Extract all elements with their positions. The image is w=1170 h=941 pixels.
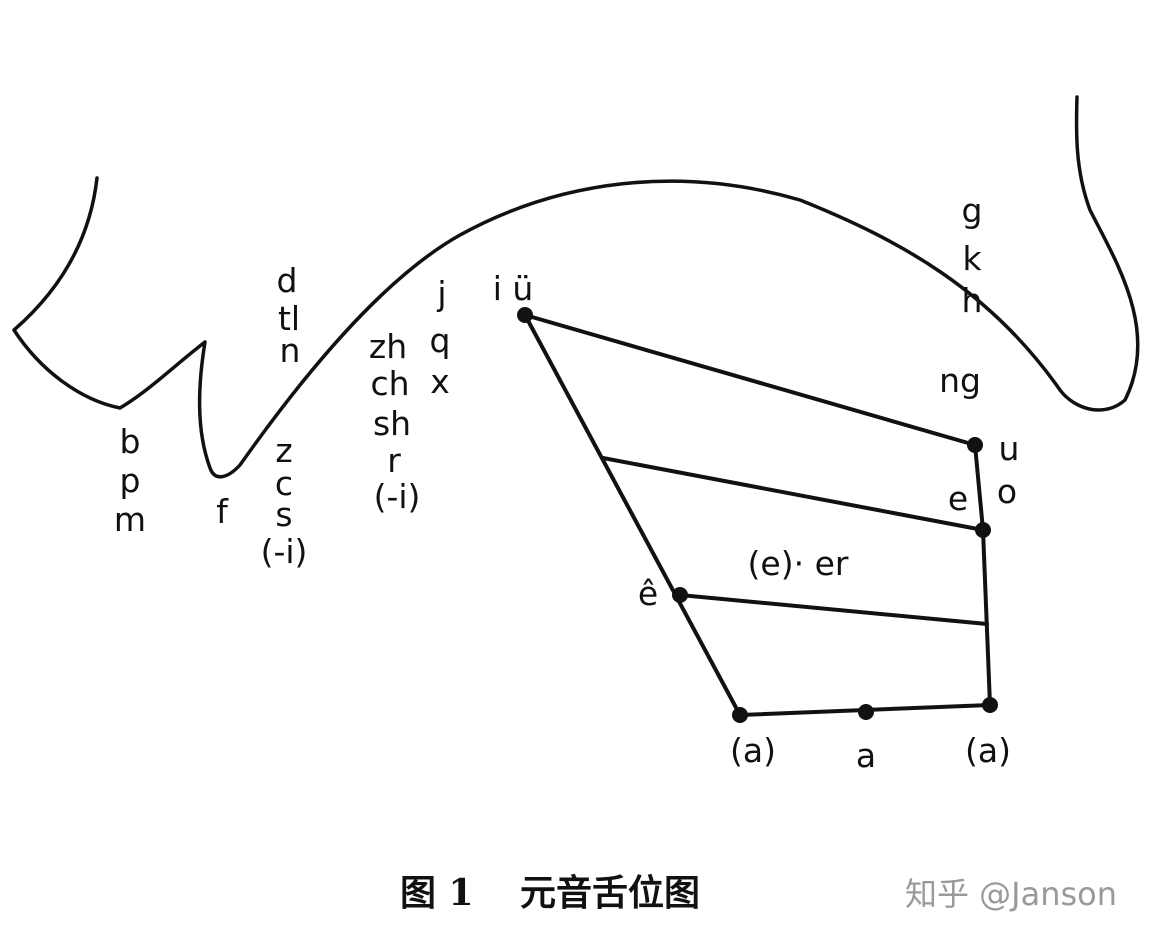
consonant-sh: sh	[373, 404, 411, 443]
vowel-o: o	[997, 472, 1017, 511]
consonant-zh: zh	[369, 327, 407, 366]
point-e-o	[975, 522, 991, 538]
point-a-central	[858, 704, 874, 720]
trapezoid-mid-high-line	[601, 456, 985, 532]
consonant-b: b	[120, 422, 141, 461]
trapezoid-back-edge-lower	[981, 528, 992, 707]
figure-title: 元音舌位图	[520, 872, 700, 914]
consonant-j: j	[436, 274, 446, 313]
consonant-tl: tl	[278, 299, 300, 338]
point-iu	[517, 307, 533, 323]
consonant-h: h	[962, 281, 983, 320]
consonant-apical-i-retroflex: (-i)	[374, 477, 421, 516]
vowel-labels: i ü u o e (e)· er ê (a) a (a)	[493, 269, 1020, 775]
consonant-p: p	[120, 461, 141, 500]
vowel-e-er: (e)· er	[748, 544, 849, 583]
consonant-s: s	[275, 495, 292, 534]
trapezoid-mid-low-line	[678, 593, 989, 626]
consonant-n: n	[280, 331, 301, 370]
mouth-outline	[12, 95, 1140, 479]
vowel-trapezoid	[523, 313, 992, 717]
figure-number: 图 1	[400, 872, 474, 914]
vowel-a-central: a	[856, 736, 876, 775]
trapezoid-back-edge-upper	[973, 443, 985, 532]
vowel-e-back: e	[948, 479, 968, 518]
vowel-u: u	[999, 429, 1020, 468]
point-a-front	[732, 707, 748, 723]
consonant-f: f	[216, 492, 229, 531]
consonant-q: q	[430, 321, 451, 360]
consonant-labels: b p m f d tl n z c s (-i) zh ch sh r (-i…	[114, 191, 983, 571]
consonant-r: r	[387, 441, 401, 480]
consonant-k: k	[962, 239, 982, 278]
consonant-x: x	[430, 362, 450, 401]
consonant-c: c	[275, 464, 293, 503]
consonant-z: z	[275, 431, 292, 470]
point-u	[967, 437, 983, 453]
vowel-e-circumflex: ê	[638, 574, 658, 613]
point-a-back	[982, 697, 998, 713]
consonant-m: m	[114, 500, 146, 539]
watermark: 知乎 @Janson	[905, 875, 1117, 913]
consonant-g: g	[962, 191, 983, 230]
consonant-d: d	[277, 261, 298, 300]
trapezoid-front-edge	[523, 313, 742, 717]
point-e-hat	[672, 587, 688, 603]
trapezoid-top-edge	[523, 313, 977, 447]
vowel-a-back: (a)	[965, 731, 1011, 770]
vowel-a-front: (a)	[730, 731, 776, 770]
vowel-i-u-umlaut: i ü	[493, 269, 534, 308]
vowel-points	[517, 307, 998, 723]
consonant-apical-i-dental: (-i)	[261, 532, 308, 571]
consonant-ng: ng	[939, 361, 981, 400]
consonant-ch: ch	[370, 364, 409, 403]
